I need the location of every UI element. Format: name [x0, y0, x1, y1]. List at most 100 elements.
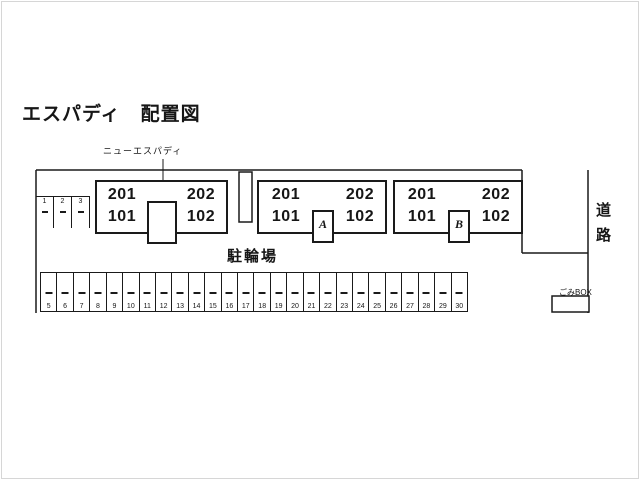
building1-unit-202: 202 — [186, 186, 216, 203]
building3-unit-202: 202 — [481, 186, 511, 203]
parking-tick-mark — [77, 211, 84, 213]
bicycle-parking-label: 駐輪場 — [227, 248, 279, 265]
building3-letter: B — [454, 217, 463, 231]
parking-space-number: 20 — [291, 303, 299, 310]
parking-tick-mark — [357, 292, 365, 294]
parking-space-number: 28 — [422, 303, 431, 310]
parking-space-number: 18 — [258, 303, 267, 310]
bicycle-parking-area — [238, 171, 253, 223]
parking-tick-mark — [143, 292, 151, 294]
parking-tick-mark — [324, 292, 332, 294]
parking-space: 11 — [138, 273, 155, 311]
parking-space-number: 25 — [373, 303, 382, 310]
parking-space-number: 29 — [438, 303, 447, 310]
building2-unit-101: 101 — [271, 208, 301, 225]
parking-space-number: 6 — [63, 303, 68, 310]
parking-tick-mark — [59, 211, 66, 213]
parking-space: 9 — [105, 273, 122, 311]
parking-tick-mark — [45, 292, 53, 294]
road-label: 道路 — [594, 202, 611, 252]
bottom-parking-strip: 5 6 7 8 9 10 11 12 — [40, 272, 468, 312]
parking-space: 14 — [187, 273, 204, 311]
parking-tick-mark — [160, 292, 168, 294]
parking-space: 21 — [302, 273, 319, 311]
side-parking-strip: 1 2 3 — [36, 196, 90, 228]
building2-unit-102: 102 — [345, 208, 375, 225]
parking-tick-mark — [193, 292, 200, 294]
parking-space: 23 — [335, 273, 352, 311]
garbage-box-area — [551, 295, 590, 313]
parking-space-number: 19 — [274, 303, 283, 310]
building2-unit-202: 202 — [345, 186, 375, 203]
parking-tick-mark — [209, 292, 217, 294]
parking-tick-mark — [94, 292, 102, 294]
parking-space-number: 10 — [126, 303, 135, 310]
parking-space: 13 — [171, 273, 187, 311]
parking-space-number: 14 — [192, 303, 201, 310]
parking-space-number: 9 — [112, 303, 117, 310]
building2-letter: A — [318, 217, 327, 231]
page-title: エスパディ 配置図 — [22, 104, 201, 125]
parking-space-number: 12 — [159, 303, 168, 310]
parking-tick-mark — [455, 292, 463, 294]
parking-space: 17 — [237, 273, 253, 311]
parking-space-number: 3 — [78, 198, 83, 205]
parking-space-number: 24 — [356, 303, 365, 310]
parking-space: 25 — [368, 273, 384, 311]
parking-tick-mark — [127, 292, 135, 294]
building3-unit-201: 201 — [407, 186, 437, 203]
parking-tick-mark — [275, 292, 283, 294]
parking-space: 15 — [204, 273, 220, 311]
parking-space: 7 — [72, 273, 89, 311]
garbage-box-label: ごみBOX — [559, 288, 592, 297]
parking-tick-mark — [390, 292, 398, 294]
parking-space: 12 — [154, 273, 171, 311]
parking-tick-mark — [41, 211, 48, 213]
parking-space: 24 — [352, 273, 368, 311]
parking-tick-mark — [242, 292, 250, 294]
building2-unit-201: 201 — [271, 186, 301, 203]
parking-tick-mark — [110, 292, 118, 294]
parking-tick-mark — [225, 292, 233, 294]
parking-space-number: 27 — [406, 303, 414, 310]
parking-space: 10 — [122, 273, 138, 311]
building3-stairwell — [448, 210, 470, 243]
parking-space: 2 — [54, 197, 72, 228]
parking-space: 6 — [56, 273, 72, 311]
parking-space-number: 13 — [176, 303, 184, 310]
parking-space: 19 — [269, 273, 286, 311]
parking-space-number: 26 — [389, 303, 398, 310]
parking-space: 3 — [72, 197, 90, 228]
parking-space-number: 2 — [60, 198, 65, 205]
parking-space: 26 — [384, 273, 401, 311]
parking-tick-mark — [61, 292, 69, 294]
parking-space-number: 17 — [241, 303, 250, 310]
parking-space: 20 — [286, 273, 302, 311]
parking-space: 16 — [220, 273, 237, 311]
parking-tick-mark — [78, 292, 86, 294]
parking-space: 8 — [89, 273, 105, 311]
parking-space-number: 21 — [307, 303, 316, 310]
parking-space-number: 30 — [455, 303, 464, 310]
parking-space: 5 — [41, 273, 56, 311]
parking-tick-mark — [406, 292, 414, 294]
parking-tick-mark — [291, 292, 299, 294]
parking-tick-mark — [340, 292, 348, 294]
parking-space-number: 23 — [340, 303, 349, 310]
building2-stairwell — [312, 210, 334, 243]
parking-space: 30 — [450, 273, 467, 311]
building1-unit-102: 102 — [186, 208, 216, 225]
parking-space: 1 — [36, 197, 54, 228]
building-annotation-label: ニューエスパディ — [103, 146, 183, 156]
parking-tick-mark — [422, 292, 430, 294]
parking-space-number: 7 — [79, 303, 84, 310]
parking-space-number: 22 — [323, 303, 332, 310]
parking-space-number: 1 — [42, 198, 47, 205]
building1-stairwell — [147, 201, 177, 244]
parking-space-number: 16 — [225, 303, 234, 310]
parking-space: 22 — [319, 273, 335, 311]
parking-tick-mark — [373, 292, 381, 294]
building1-unit-201: 201 — [107, 186, 137, 203]
